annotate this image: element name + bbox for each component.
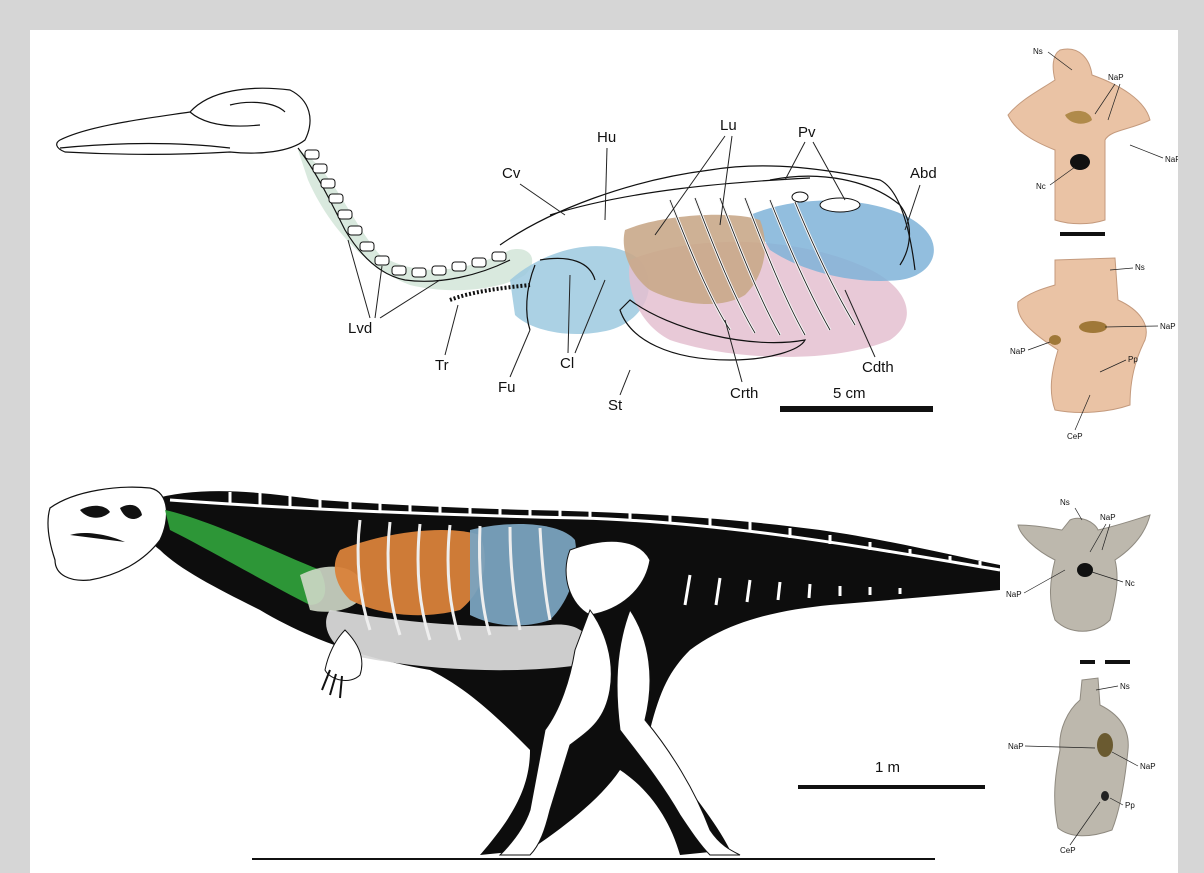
label-nc: Nc bbox=[1125, 579, 1135, 588]
label-ns: Ns bbox=[1060, 498, 1070, 507]
label-pp: Pp bbox=[1128, 355, 1138, 364]
leader-pv bbox=[785, 142, 845, 200]
label-cv: Cv bbox=[502, 165, 521, 182]
label-tr: Tr bbox=[435, 357, 449, 374]
leader bbox=[1096, 686, 1118, 690]
label-hu: Hu bbox=[597, 129, 616, 146]
label-lvd: Lvd bbox=[348, 320, 372, 337]
skull-detail bbox=[60, 102, 285, 148]
label-nap: NaP bbox=[1140, 762, 1156, 771]
label-crth: Crth bbox=[730, 385, 758, 402]
neural-canal bbox=[1077, 563, 1093, 577]
pneumatic-foramen bbox=[1049, 335, 1061, 345]
label-nap: NaP bbox=[1008, 742, 1024, 751]
label-st: St bbox=[608, 397, 623, 414]
leader-hu bbox=[605, 148, 607, 220]
label-nap: NaP bbox=[1100, 513, 1116, 522]
bird-scale-label: 5 cm bbox=[833, 385, 866, 402]
label-nap: NaP bbox=[1165, 155, 1178, 164]
dino-scale-bar bbox=[798, 785, 985, 789]
dino-skull bbox=[48, 487, 167, 580]
vertebra-bottom-lateral: Ns NaP NaP Pp CeP bbox=[1008, 678, 1156, 855]
label-nap: NaP bbox=[1108, 73, 1124, 82]
vertebra-bottom-anterior: Ns NaP NaP Nc bbox=[1006, 498, 1150, 664]
dino-scale-label: 1 m bbox=[875, 759, 900, 776]
dinosaur-diagram: 1 m bbox=[48, 487, 1000, 859]
leader-cv bbox=[520, 184, 565, 215]
label-nap: NaP bbox=[1006, 590, 1022, 599]
label-cep: CeP bbox=[1060, 846, 1076, 855]
vertebra-top-anterior: Ns NaP NaP Nc bbox=[1008, 47, 1178, 236]
label-cl: Cl bbox=[560, 355, 574, 372]
label-abd: Abd bbox=[910, 165, 937, 182]
bird-diagram: Lvd Tr Fu Cl St Crth Cdth Abd Pv Lu Hu C… bbox=[57, 88, 937, 414]
pneumatic-foramen bbox=[1097, 733, 1113, 757]
leader bbox=[1130, 145, 1163, 158]
neural-canal bbox=[1070, 154, 1090, 170]
label-nap: NaP bbox=[1010, 347, 1026, 356]
leader-st bbox=[620, 370, 630, 395]
leader-fu bbox=[510, 330, 530, 377]
bird-scale-bar bbox=[780, 406, 933, 412]
label-ns: Ns bbox=[1120, 682, 1130, 691]
label-cep: CeP bbox=[1067, 432, 1083, 441]
label-nc: Nc bbox=[1036, 182, 1046, 191]
pneumatic-foramen bbox=[1101, 791, 1109, 801]
figure-panel: Lvd Tr Fu Cl St Crth Cdth Abd Pv Lu Hu C… bbox=[30, 30, 1178, 873]
leader bbox=[1028, 342, 1050, 350]
figure-svg: Lvd Tr Fu Cl St Crth Cdth Abd Pv Lu Hu C… bbox=[30, 30, 1178, 873]
label-pp: Pp bbox=[1125, 801, 1135, 810]
vertebra-top-lateral: Ns NaP NaP Pp CeP bbox=[1010, 258, 1176, 441]
pneumatic-foramen bbox=[1079, 321, 1107, 333]
leader-tr bbox=[445, 305, 458, 355]
pelvis-foramen bbox=[792, 192, 808, 202]
photo-scale-bar bbox=[1060, 232, 1105, 236]
label-ns: Ns bbox=[1033, 47, 1043, 56]
pelvis-foramen bbox=[820, 198, 860, 212]
label-cdth: Cdth bbox=[862, 359, 894, 376]
label-fu: Fu bbox=[498, 379, 516, 396]
label-pv: Pv bbox=[798, 124, 816, 141]
photo-scale-bar-tick bbox=[1095, 660, 1105, 664]
label-ns: Ns bbox=[1135, 263, 1145, 272]
label-lu: Lu bbox=[720, 117, 737, 134]
label-nap: NaP bbox=[1160, 322, 1176, 331]
